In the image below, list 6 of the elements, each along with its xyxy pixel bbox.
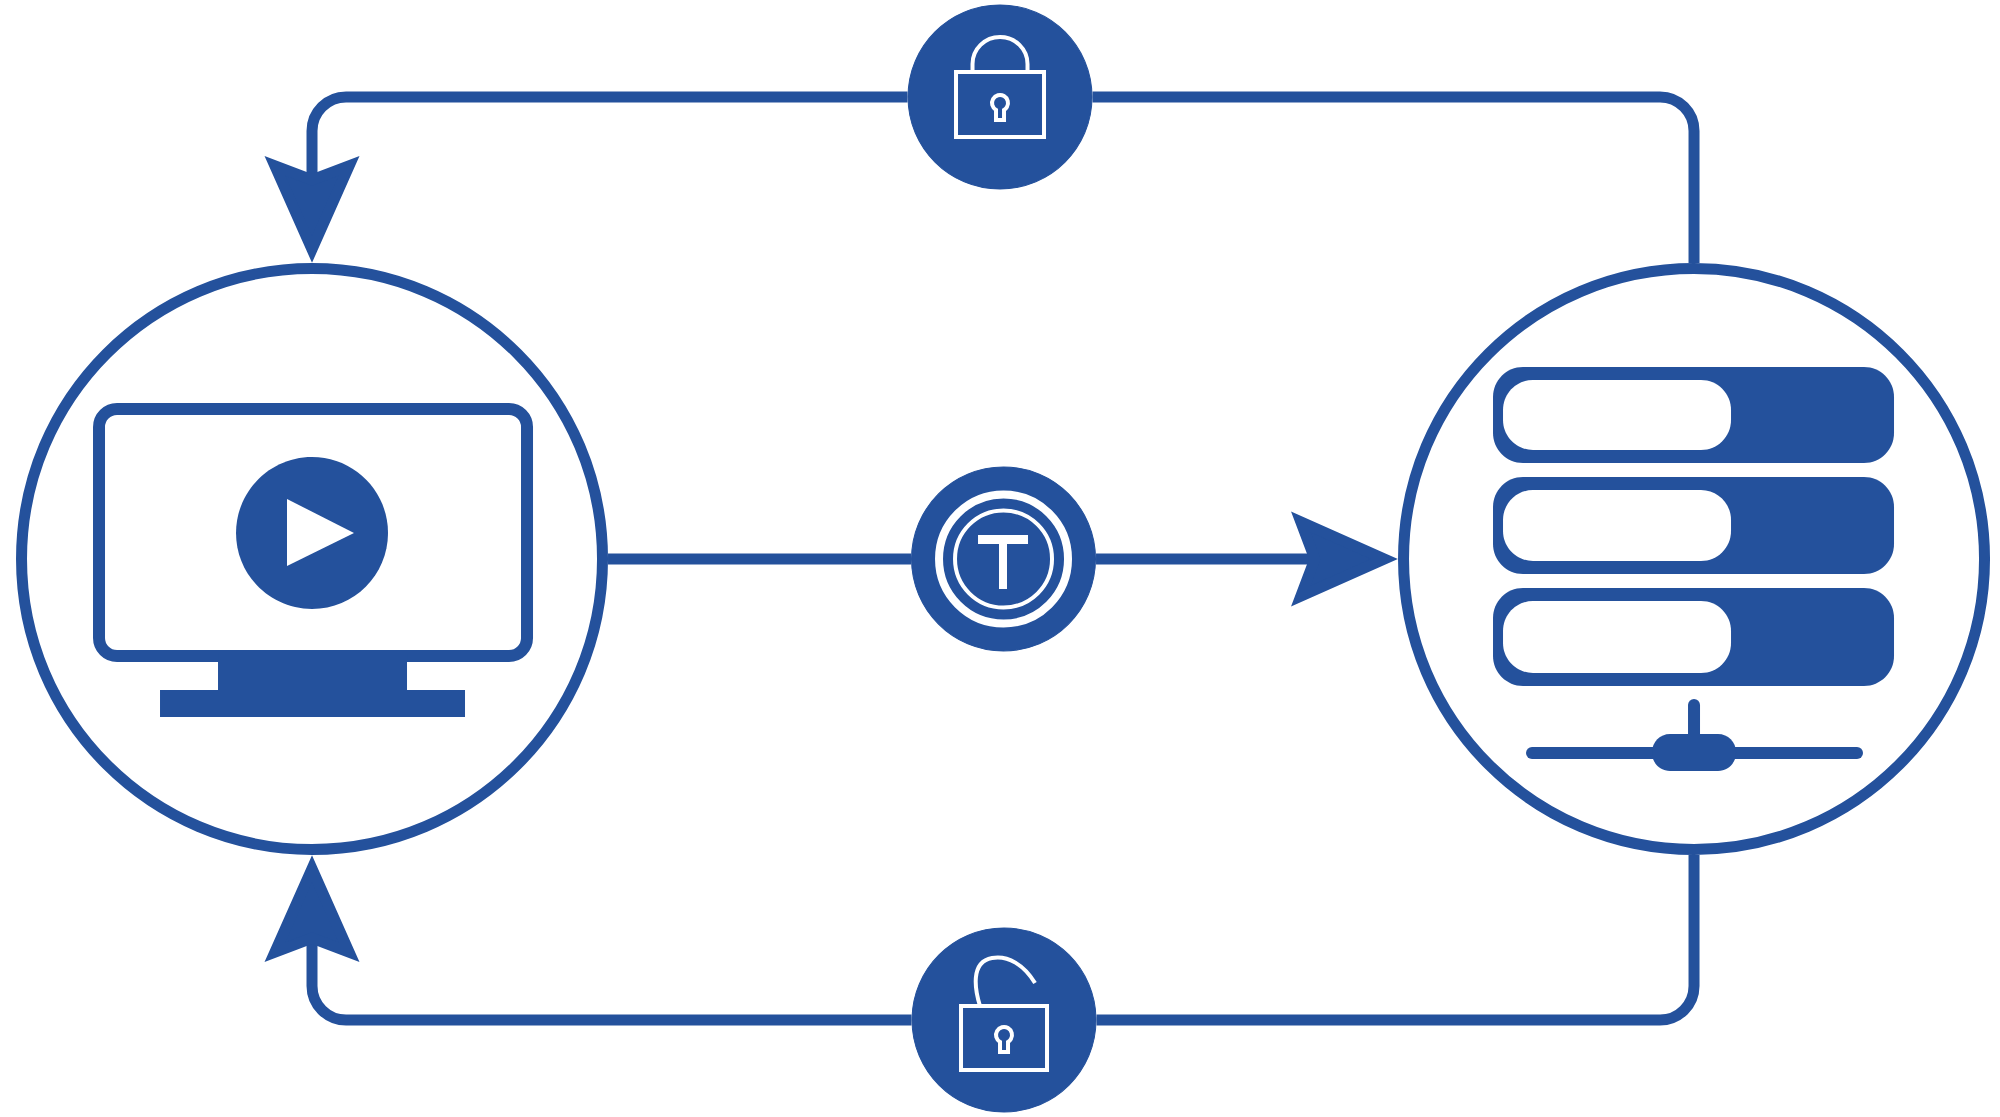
- filled-circle: [911, 927, 1097, 1113]
- connector-line: [608, 553, 911, 565]
- filled-circle: [911, 466, 1096, 652]
- filled-circle: [907, 4, 1093, 190]
- connector-line: [1096, 855, 1700, 1026]
- connector-line: [1092, 91, 1700, 263]
